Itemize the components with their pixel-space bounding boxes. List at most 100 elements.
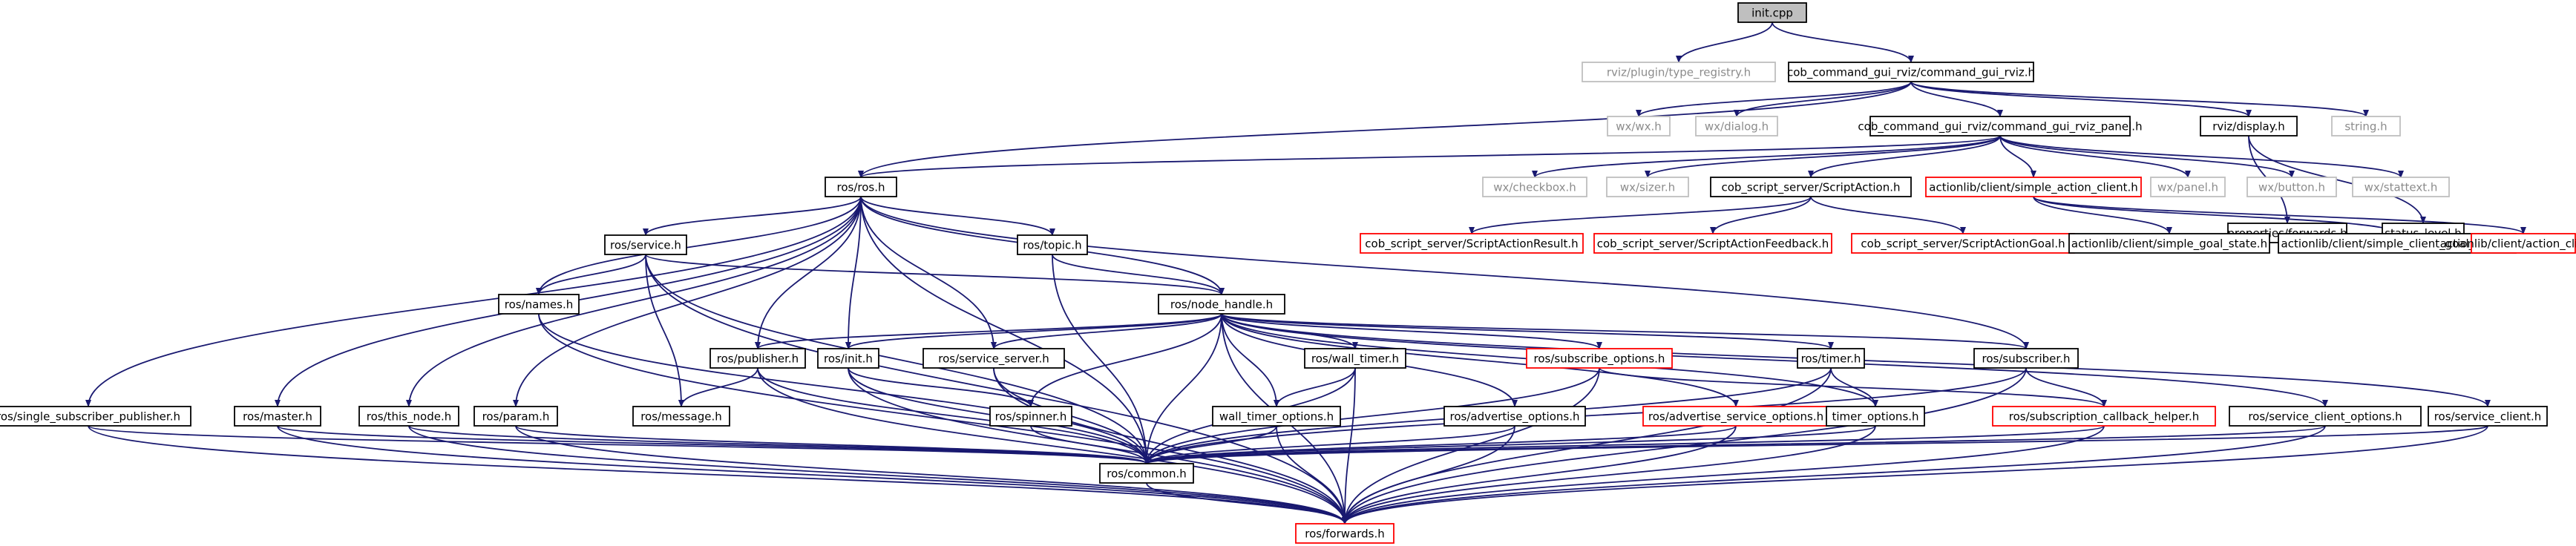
node-label: wx/button.h xyxy=(2258,181,2325,194)
node-ros-topic[interactable]: ros/topic.h xyxy=(1017,234,1088,255)
edge-simple_action_client-to-simple_client_goal_state xyxy=(2033,196,2400,234)
edge-panel_h-to-wx_button xyxy=(1999,135,2295,178)
node-timer-options[interactable]: timer_options.h xyxy=(1826,406,1925,427)
node-box xyxy=(604,234,687,255)
edge-simple_action_client-to-action_client xyxy=(2033,196,2526,234)
node-simple-goal-state[interactable]: actionlib/client/simple_goal_state.h xyxy=(2068,233,2270,254)
node-label: actionlib/client/simple_goal_state.h xyxy=(2071,237,2267,251)
node-advertise-options[interactable]: ros/advertise_options.h xyxy=(1443,406,1586,427)
edge-command_gui_rviz-to-ros_h xyxy=(858,81,1912,178)
node-label: ros/publisher.h xyxy=(717,352,799,366)
node-ros-subscribe-options[interactable]: ros/subscribe_options.h xyxy=(1526,348,1673,369)
edge-command_gui_rviz-to-wx_dialog xyxy=(1734,81,1912,117)
node-ros-names[interactable]: ros/names.h xyxy=(498,294,580,315)
node-ros-this-node[interactable]: ros/this_node.h xyxy=(358,406,459,427)
edge-single_subscriber_publisher-to-ros_forwards xyxy=(88,425,1348,524)
node-label: ros/subscriber.h xyxy=(1982,352,2071,366)
node-label: ros/advertise_service_options.h xyxy=(1648,410,1823,424)
edge-ros_publisher-to-ros_forwards xyxy=(757,367,1348,524)
node-box xyxy=(2331,116,2401,136)
node-box xyxy=(498,294,580,315)
edge-subscription_callback_helper-to-ros_forwards xyxy=(1342,425,2105,524)
node-box xyxy=(1099,463,1194,484)
node-box xyxy=(989,406,1072,427)
node-ros-init[interactable]: ros/init.h xyxy=(817,348,879,369)
node-ros-common[interactable]: ros/common.h xyxy=(1099,463,1194,484)
edge-ros_h-to-ros_service xyxy=(643,196,862,236)
node-advertise-service-options[interactable]: ros/advertise_service_options.h xyxy=(1642,406,1829,427)
node-init-cpp: init.cpp xyxy=(1737,2,1807,23)
edge-panel_h-to-wx_checkbox xyxy=(1532,135,2001,178)
node-service-client-options[interactable]: ros/service_client_options.h xyxy=(2229,406,2422,427)
node-ros-h[interactable]: ros/ros.h xyxy=(825,177,897,197)
edge-advertise_service_options-to-ros_common xyxy=(1144,425,1737,464)
node-box xyxy=(1304,348,1406,369)
node-ros-node-handle[interactable]: ros/node_handle.h xyxy=(1158,294,1285,315)
node-ros-forwards[interactable]: ros/forwards.h xyxy=(1295,523,1394,544)
node-box xyxy=(234,406,321,427)
node-label: ros/spinner.h xyxy=(995,410,1067,424)
node-ros-service-server[interactable]: ros/service_server.h xyxy=(922,348,1065,369)
node-label: actionlib/client/simple_action_client.h xyxy=(1929,181,2138,195)
node-box xyxy=(0,406,191,427)
node-action-client[interactable]: actionlib/client/action_client.h xyxy=(2440,233,2576,254)
node-ros-message[interactable]: ros/message.h xyxy=(632,406,730,427)
node-box xyxy=(358,406,459,427)
node-box xyxy=(1788,62,2034,82)
node-panel-h[interactable]: cob_command_gui_rviz/command_gui_rviz_pa… xyxy=(1858,116,2143,136)
node-ros-master[interactable]: ros/master.h xyxy=(234,406,321,427)
node-box xyxy=(1826,406,1925,427)
node-ros-param[interactable]: ros/param.h xyxy=(473,406,558,427)
node-box xyxy=(2471,233,2576,254)
edge-panel_h-to-ros_h xyxy=(858,135,2001,178)
node-box xyxy=(2150,177,2226,197)
node-rviz-display[interactable]: rviz/display.h xyxy=(2200,116,2298,136)
node-label: init.cpp xyxy=(1751,7,1793,20)
node-ros-service[interactable]: ros/service.h xyxy=(604,234,687,255)
node-box xyxy=(1526,348,1673,369)
node-script-action-result[interactable]: cob_script_server/ScriptActionResult.h xyxy=(1360,233,1584,254)
edge-ros_service_client-to-ros_forwards xyxy=(1342,425,2488,524)
node-ros-publisher[interactable]: ros/publisher.h xyxy=(709,348,806,369)
node-box xyxy=(1973,348,2079,369)
edge-service_client_options-to-ros_forwards xyxy=(1342,425,2326,524)
node-type-registry: rviz/plugin/type_registry.h xyxy=(1582,62,1776,82)
node-label: ros/node_handle.h xyxy=(1170,298,1273,312)
edge-ros_node_handle-to-service_client_options xyxy=(1221,313,2328,407)
node-box xyxy=(2246,177,2337,197)
node-script-action-goal[interactable]: cob_script_server/ScriptActionGoal.h xyxy=(1851,233,2075,254)
edge-ros_param-to-ros_forwards xyxy=(515,425,1348,524)
node-box xyxy=(817,348,879,369)
edge-simple_action_client-to-simple_goal_state xyxy=(2033,196,2172,234)
node-label: wall_timer_options.h xyxy=(1219,410,1334,424)
node-script-action-feedback[interactable]: cob_script_server/ScriptActionFeedback.h xyxy=(1593,233,1832,254)
node-single-subscriber-publisher[interactable]: ros/single_subscriber_publisher.h xyxy=(0,406,191,427)
node-ros-service-client[interactable]: ros/service_client.h xyxy=(2428,406,2548,427)
edge-ros_node_handle-to-ros_service_server xyxy=(991,313,1222,349)
edge-ros_node_handle-to-advertise_service_options xyxy=(1221,313,1739,407)
edge-ros_node_handle-to-ros_subscriber xyxy=(1221,313,2029,349)
node-ros-timer[interactable]: ros/timer.h xyxy=(1797,348,1865,369)
node-box xyxy=(2200,116,2298,136)
edge-advertise_service_options-to-ros_forwards xyxy=(1342,425,1737,524)
edge-ros_node_handle-to-ros_timer xyxy=(1221,313,1834,349)
edge-ros_service-to-ros_node_handle xyxy=(645,254,1225,295)
node-simple-action-client[interactable]: actionlib/client/simple_action_client.h xyxy=(1925,177,2142,197)
node-ros-wall-timer[interactable]: ros/wall_timer.h xyxy=(1304,348,1406,369)
node-wall-timer-options[interactable]: wall_timer_options.h xyxy=(1212,406,1341,427)
node-command-gui-rviz[interactable]: cob_command_gui_rviz/command_gui_rviz.h xyxy=(1787,62,2035,82)
node-ros-subscriber[interactable]: ros/subscriber.h xyxy=(1973,348,2079,369)
node-box xyxy=(1443,406,1586,427)
node-label: ros/init.h xyxy=(824,352,873,366)
node-label: actionlib/client/simple_client_goal_stat… xyxy=(2281,237,2514,251)
node-label: ros/message.h xyxy=(640,410,722,424)
node-script-action[interactable]: cob_script_server/ScriptAction.h xyxy=(1710,177,1912,197)
node-ros-spinner[interactable]: ros/spinner.h xyxy=(989,406,1072,427)
node-box xyxy=(1737,2,1807,23)
node-subscription-callback-helper[interactable]: ros/subscription_callback_helper.h xyxy=(1992,406,2216,427)
node-label: ros/single_subscriber_publisher.h xyxy=(0,410,180,424)
node-label: ros/ros.h xyxy=(837,181,885,194)
edge-ros_topic-to-ros_node_handle xyxy=(1052,254,1225,295)
node-box xyxy=(1992,406,2216,427)
